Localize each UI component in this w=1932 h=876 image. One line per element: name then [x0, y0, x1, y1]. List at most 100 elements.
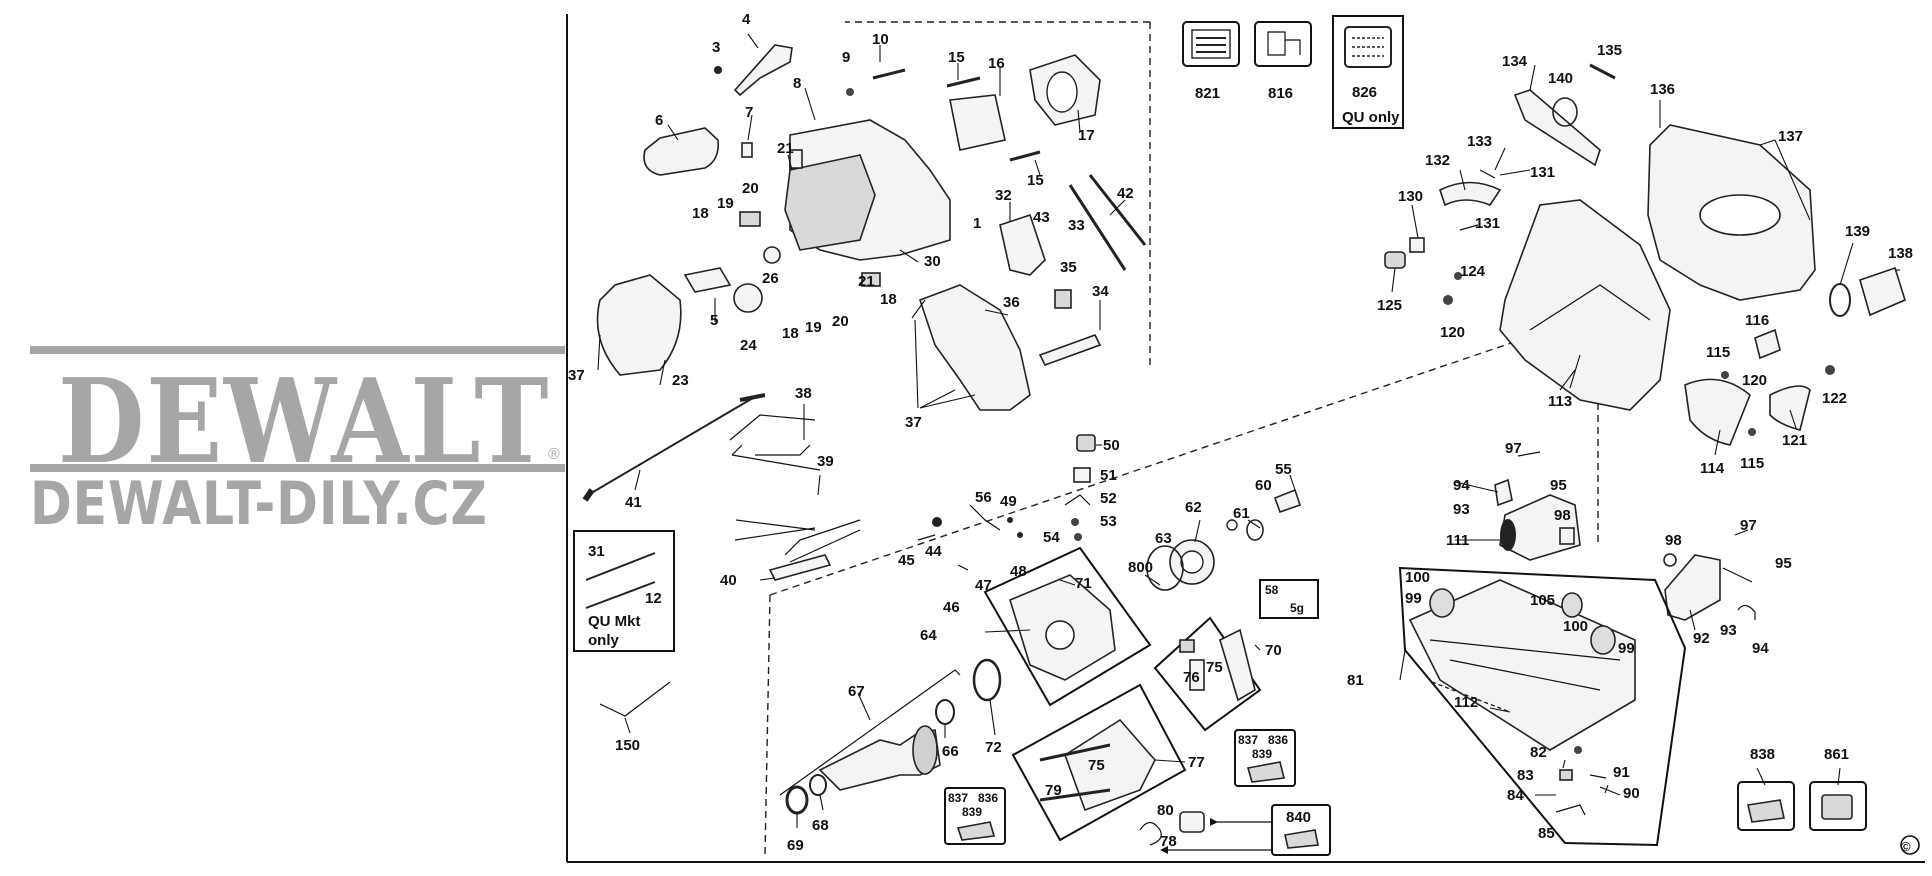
end-cap-part — [596, 274, 682, 376]
callout-71: 71 — [1075, 575, 1092, 592]
callout-125: 125 — [1377, 297, 1402, 314]
base-plate-box — [1398, 566, 1687, 847]
doc-821-label: 821 — [1195, 85, 1220, 102]
callout-15a: 15 — [948, 49, 965, 66]
box-77 — [1011, 683, 1187, 842]
callout-137: 137 — [1778, 128, 1803, 145]
callout-105: 105 — [1530, 592, 1555, 609]
callout-94a: 94 — [1453, 477, 1470, 494]
callout-83: 83 — [1517, 767, 1534, 784]
callout-78: 78 — [1160, 833, 1177, 850]
box-70 — [1153, 616, 1262, 732]
callout-92: 92 — [1693, 630, 1710, 647]
kit-a-box: 837 836 839 — [944, 787, 1006, 845]
dashed-group-lines — [764, 21, 1599, 856]
callout-35: 35 — [1060, 259, 1077, 276]
callout-21a: 21 — [777, 140, 794, 157]
callout-41: 41 — [625, 494, 642, 511]
bottom-right-kits — [1737, 781, 1867, 831]
callout-32: 32 — [995, 187, 1012, 204]
registered-mark: ® — [548, 446, 560, 463]
copyright-circle — [1900, 835, 1920, 855]
callout-69: 69 — [787, 837, 804, 854]
callout-91: 91 — [1613, 764, 1630, 781]
callout-52: 52 — [1100, 490, 1117, 507]
callout-42: 42 — [1117, 185, 1134, 202]
callout-67: 67 — [848, 683, 865, 700]
callout-80: 80 — [1157, 802, 1174, 819]
callout-58: 800 — [1128, 559, 1153, 576]
callout-23: 23 — [672, 372, 689, 389]
callout-94b: 94 — [1752, 640, 1769, 657]
callout-82: 82 — [1530, 744, 1547, 761]
callout-85: 85 — [1538, 825, 1555, 842]
shaft-34-part — [1038, 334, 1102, 366]
kit-840-box: 840 — [1160, 804, 1331, 856]
callout-138: 138 — [1888, 245, 1913, 262]
guard-plate-part — [1513, 89, 1601, 167]
callout-99a: 99 — [1405, 590, 1422, 607]
callout-16: 16 — [988, 55, 1005, 72]
qu-only-part-label: 826 — [1352, 84, 1377, 101]
part-12-label: 12 — [645, 590, 662, 607]
hex-key-part — [599, 681, 671, 717]
callout-98b: 98 — [1665, 532, 1682, 549]
callout-61: 61 — [1233, 505, 1250, 522]
callout-120b: 120 — [1742, 372, 1767, 389]
callout-44: 44 — [925, 543, 942, 560]
carbon-brush-b-part — [861, 272, 881, 287]
rear-handle-part — [643, 127, 720, 176]
callout-24: 24 — [740, 337, 757, 354]
callout-62: 62 — [1185, 499, 1202, 516]
callout-99b: 99 — [1618, 640, 1635, 657]
callout-100b: 100 — [1563, 618, 1588, 635]
callout-34: 34 — [1092, 283, 1109, 300]
wiring-group — [582, 393, 861, 581]
callout-90: 90 — [1623, 785, 1640, 802]
logo-band-top — [30, 346, 565, 354]
callout-112: 112 — [1454, 694, 1478, 711]
leader-lines — [597, 33, 1900, 828]
callout-135: 135 — [1597, 42, 1622, 59]
callout-124: 124 — [1460, 263, 1486, 280]
callout-48: 48 — [1010, 563, 1027, 580]
part-31-label: 31 — [588, 543, 605, 560]
callout-40: 40 — [720, 572, 737, 589]
lower-guard-frame-part — [1499, 199, 1671, 411]
callout-114: 114 — [1700, 460, 1725, 477]
callout-20b: 20 — [832, 313, 849, 330]
callout-95a: 95 — [1550, 477, 1567, 494]
callout-60: 60 — [1255, 477, 1272, 494]
callout-81: 81 — [1347, 672, 1364, 689]
callout-134: 134 — [1502, 53, 1528, 70]
cable-40-part — [768, 554, 832, 581]
brush-box-part — [683, 267, 732, 293]
handle-36-part — [918, 284, 1031, 411]
callout-15b: 15 — [1027, 172, 1044, 189]
document-icons: 821 816 826 QU only — [1182, 15, 1404, 129]
callout-70: 70 — [1265, 642, 1282, 659]
callout-6: 6 — [655, 112, 663, 129]
callout-100a: 100 — [1405, 569, 1430, 586]
callout-93b: 93 — [1720, 622, 1737, 639]
callout-4: 4 — [742, 11, 751, 28]
callout-53: 53 — [1100, 513, 1117, 530]
riving-group — [1494, 451, 1756, 621]
callout-115a: 115 — [1706, 344, 1730, 361]
kit-b-label-837: 837 — [1238, 733, 1258, 747]
callout-19a: 19 — [717, 195, 734, 212]
callout-79: 79 — [1045, 782, 1062, 799]
callout-37b: 37 — [905, 414, 922, 431]
kit-a-label-839: 839 — [962, 805, 982, 819]
callout-18c: 18 — [782, 325, 799, 342]
callout-84: 84 — [1507, 787, 1524, 804]
qu-only-label: QU only — [1342, 109, 1400, 126]
callout-121: 121 — [1782, 432, 1807, 449]
callout-115b: 115 — [1740, 455, 1764, 472]
callout-68: 68 — [812, 817, 829, 834]
callout-37a: 37 — [568, 367, 585, 384]
callout-136: 136 — [1650, 81, 1675, 98]
callout-18a: 18 — [692, 205, 709, 222]
callout-38: 38 — [795, 385, 812, 402]
